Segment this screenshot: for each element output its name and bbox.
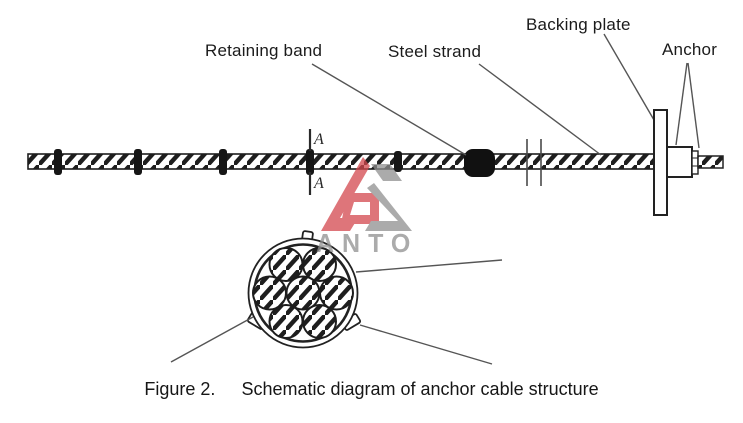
anto-logo-text: ANTO: [316, 229, 419, 259]
section-letter-a-bottom: A: [314, 175, 324, 192]
label-retaining-band: Retaining band: [205, 41, 323, 60]
section-letter-a-top: A: [314, 131, 324, 148]
figure-caption: Figure 2. Schematic diagram of anchor cab…: [0, 379, 743, 400]
label-steel-strand: Steel strand: [388, 42, 482, 61]
anto-logo-gray-leg: [365, 183, 412, 231]
anto-logo-gray-head: [371, 164, 402, 181]
label-backing-plate: Backing plate: [526, 15, 631, 34]
anto-logo-red-loop: [341, 193, 379, 224]
figure-caption-text: Schematic diagram of anchor cable struct…: [241, 379, 599, 399]
anto-logo-red-leg: [321, 157, 370, 231]
figure-number: Figure 2.: [144, 379, 216, 399]
label-anchor: Anchor: [662, 40, 718, 59]
